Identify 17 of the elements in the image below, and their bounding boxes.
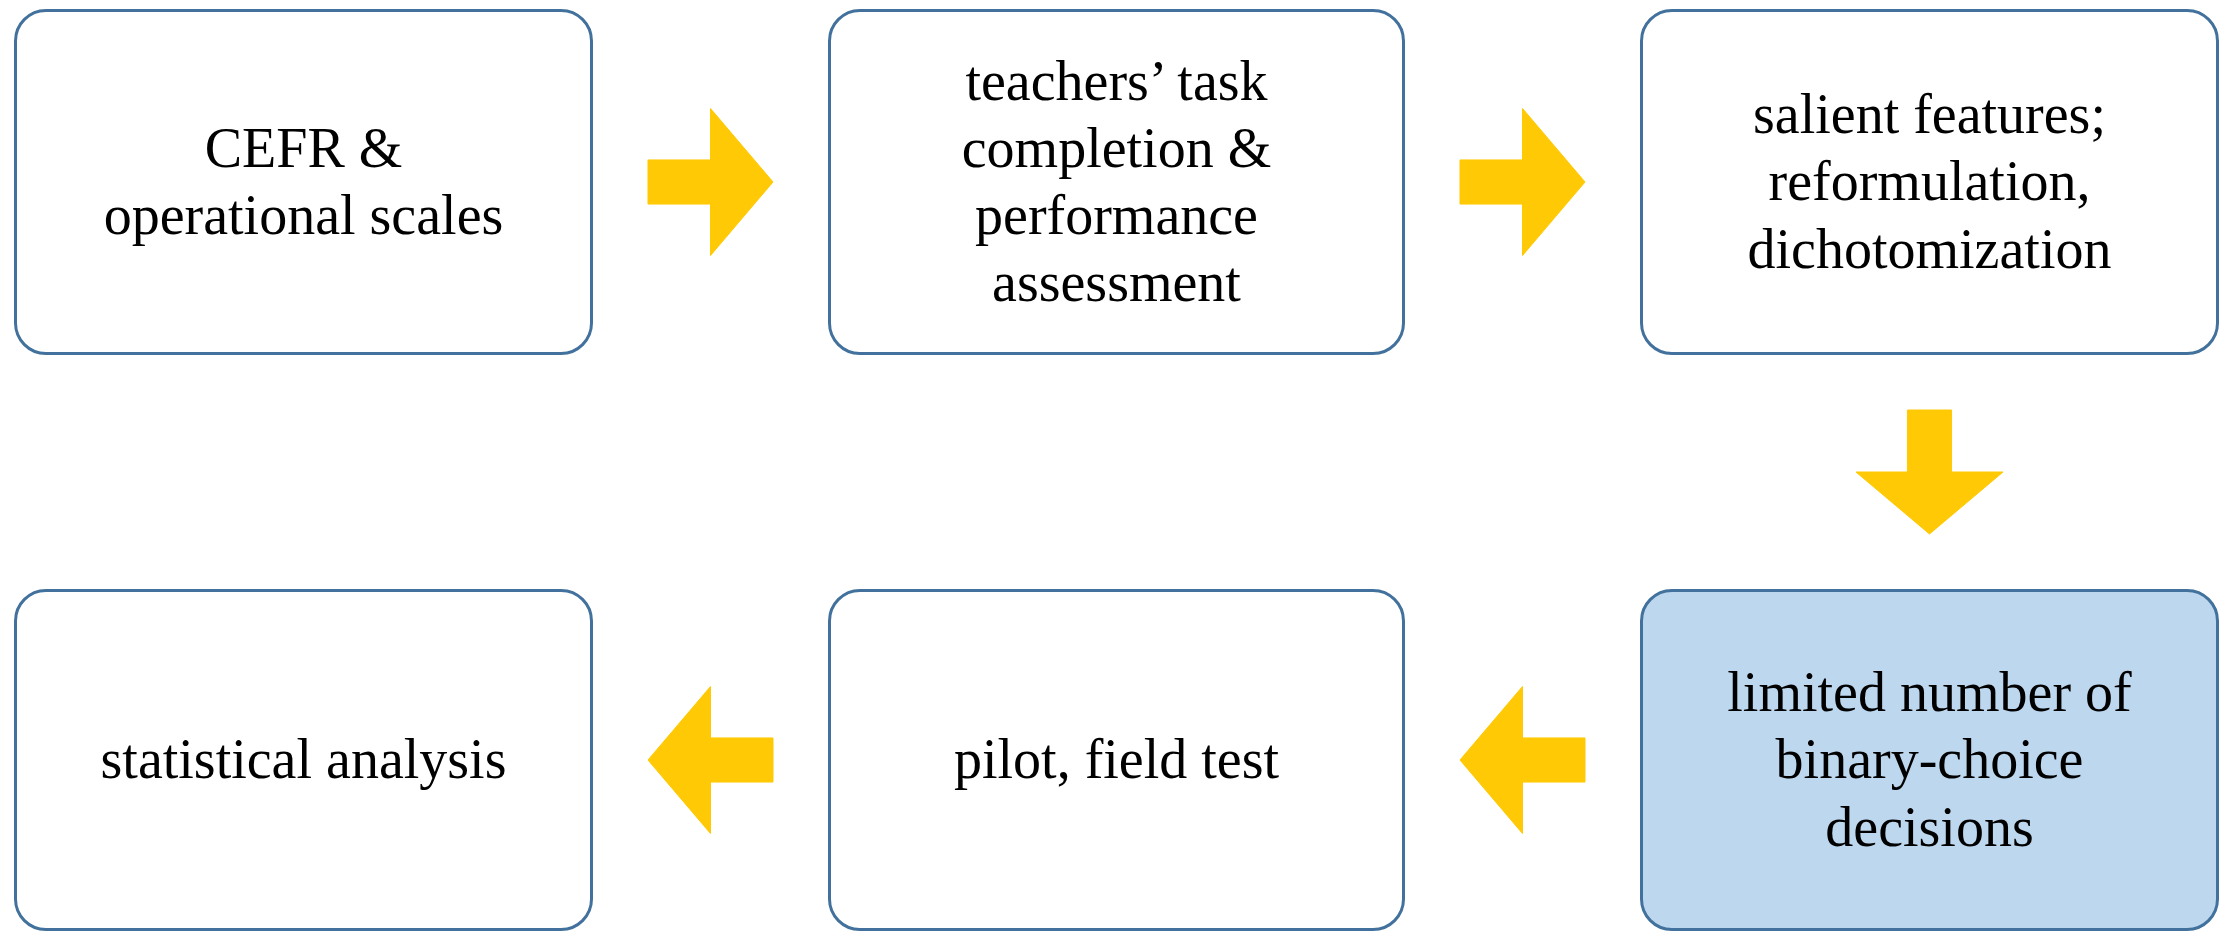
block-arrow bbox=[647, 686, 774, 834]
block-arrow bbox=[1459, 686, 1586, 834]
block-arrow bbox=[647, 108, 774, 256]
box-label: CEFR & operational scales bbox=[102, 115, 505, 248]
process-box bbox=[1640, 589, 2219, 931]
process-box bbox=[14, 9, 593, 355]
box-label: pilot, field test bbox=[953, 727, 1280, 793]
box-label: teachers’ task completion & performance assessment bbox=[960, 48, 1273, 316]
box-label: salient features; reformulation, dichotomization bbox=[1746, 82, 2113, 282]
box-label: statistical analysis bbox=[100, 727, 507, 793]
process-box bbox=[828, 9, 1405, 355]
box-label: limited number of binary-choice decisions bbox=[1726, 660, 2133, 860]
process-box bbox=[1640, 9, 2219, 355]
process-box bbox=[14, 589, 593, 931]
process-box bbox=[828, 589, 1405, 931]
block-arrow bbox=[1855, 409, 2004, 535]
block-arrow bbox=[1459, 108, 1586, 256]
